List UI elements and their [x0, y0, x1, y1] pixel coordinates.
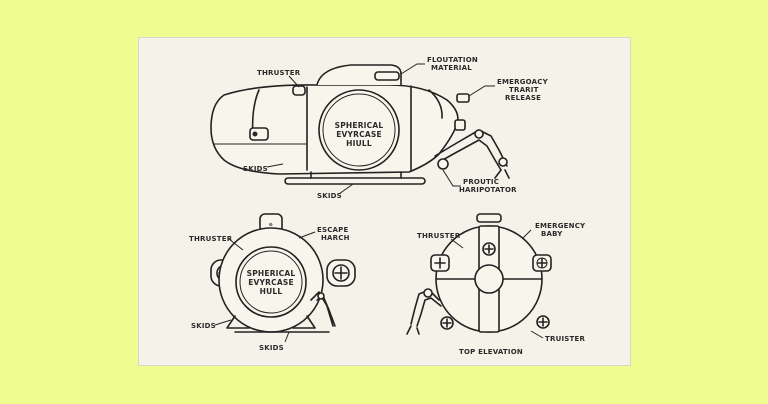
top-thruster-right-blades — [537, 258, 547, 268]
top-thruster-label: THRUSTER — [417, 232, 461, 240]
top-thruster-left-blades — [434, 257, 446, 269]
side-hull-label-3: HIULL — [346, 139, 372, 148]
submersible-diagram: SPHERICAL EVYRCASE HIULL THRUSTER FLOUTA… — [189, 56, 586, 356]
release-fitting — [456, 93, 470, 103]
front-skids-left-label: SKIDS — [191, 322, 216, 330]
leader-front-escape — [298, 231, 316, 239]
leader-emergency — [468, 85, 495, 97]
side-viewport-lens — [252, 131, 258, 137]
hatch-mark: ⊖ — [269, 222, 273, 228]
front-manipulator-joint — [317, 292, 325, 300]
top-boss — [476, 213, 502, 223]
side-thruster-label: THRUSTER — [257, 69, 301, 77]
spherical-hull-side-inner — [322, 93, 396, 167]
front-spherical-hull — [235, 246, 307, 318]
top-rear-port-left-cross — [442, 318, 452, 328]
side-manipulator-arm — [434, 129, 508, 167]
truister-label: TRUISTER — [545, 335, 585, 343]
side-thruster — [292, 85, 306, 96]
front-skid-left — [226, 315, 250, 329]
side-seam-4 — [428, 89, 443, 119]
top-emergency-label-2: BABY — [541, 230, 563, 238]
flotation-cap — [374, 71, 400, 81]
leader-manipulator — [442, 169, 461, 187]
top-manipulator-arm-2 — [416, 297, 442, 327]
emergency-label-1: EMERGOACY — [497, 78, 549, 86]
side-viewport — [249, 127, 269, 141]
leader-top-truister — [530, 330, 544, 339]
side-hull-label-1: SPHERICAL — [335, 121, 384, 130]
top-manipulator-joint — [423, 288, 433, 298]
front-right-thruster-blades — [334, 266, 348, 280]
escape-label-1: ESCAPE — [317, 226, 349, 234]
front-skids-bottom-label: SKIDS — [259, 344, 284, 352]
spherical-hull-side — [318, 89, 400, 171]
leader-top-emergency — [522, 229, 532, 239]
front-spherical-hull-inner — [239, 250, 303, 314]
side-view: SPHERICAL EVYRCASE HIULL THRUSTER FLOUTA… — [210, 56, 549, 200]
top-center-hub — [474, 264, 504, 294]
manipulator-label-1: PROUTIC — [463, 178, 499, 186]
top-view: THRUSTER EMERGENCY BABY TRUISTER TOP ELE… — [406, 213, 586, 356]
escape-label-2: HARCH — [321, 234, 350, 242]
front-thruster-label: THRUSTER — [189, 235, 233, 243]
leader-top-thruster — [450, 238, 464, 249]
drawing-sheet: SPHERICAL EVYRCASE HIULL THRUSTER FLOUTA… — [138, 37, 631, 366]
front-hull-label-1: SPHERICAL — [247, 269, 296, 278]
leader-side-thruster — [288, 75, 300, 88]
manipulator-base — [437, 158, 449, 170]
side-hull-label-2: EVYRCASE — [336, 130, 382, 139]
leader-flotation — [400, 63, 425, 75]
manipulator-joint-2 — [498, 157, 508, 167]
front-view: ⊖ SPHERICAL EVYRCASE HULL THRUSTER ESCAP… — [189, 213, 356, 352]
side-manipulator-arm-2 — [438, 139, 502, 171]
side-skids-left-label: SKIDS — [243, 165, 268, 173]
front-hull-label-2: EVYRCASE — [248, 278, 294, 287]
front-hull-label-3: HULL — [260, 287, 283, 296]
flotation-label-1: FLOUTATION — [427, 56, 478, 64]
leader-front-skids-left — [214, 319, 232, 326]
flotation-label-2: MATERIAL — [431, 64, 472, 72]
emergency-label-3: RELEASE — [505, 94, 541, 102]
leader-side-skids-bottom — [338, 183, 354, 195]
top-rear-port-right-cross — [538, 317, 548, 327]
manipulator-label-2: HARIPOTATOR — [459, 186, 517, 194]
top-manipulator-claw — [406, 325, 420, 335]
leader-front-thruster — [228, 238, 244, 251]
top-upper-port-cross — [484, 244, 494, 254]
side-skid — [284, 177, 426, 185]
top-elevation-caption: TOP ELEVATION — [459, 348, 523, 356]
leader-side-skids-left — [266, 163, 284, 168]
emergency-label-2: TRARIT — [509, 86, 539, 94]
top-emergency-label-1: EMERGENCY — [535, 222, 586, 230]
leader-front-skids-bottom — [284, 331, 290, 343]
manipulator-claw — [494, 169, 510, 179]
side-skids-bottom-label: SKIDS — [317, 192, 342, 200]
manipulator-joint-1 — [474, 129, 484, 139]
front-skid-right — [292, 315, 316, 329]
top-thruster-right-ring — [536, 257, 548, 269]
side-fitting-2 — [454, 119, 466, 131]
